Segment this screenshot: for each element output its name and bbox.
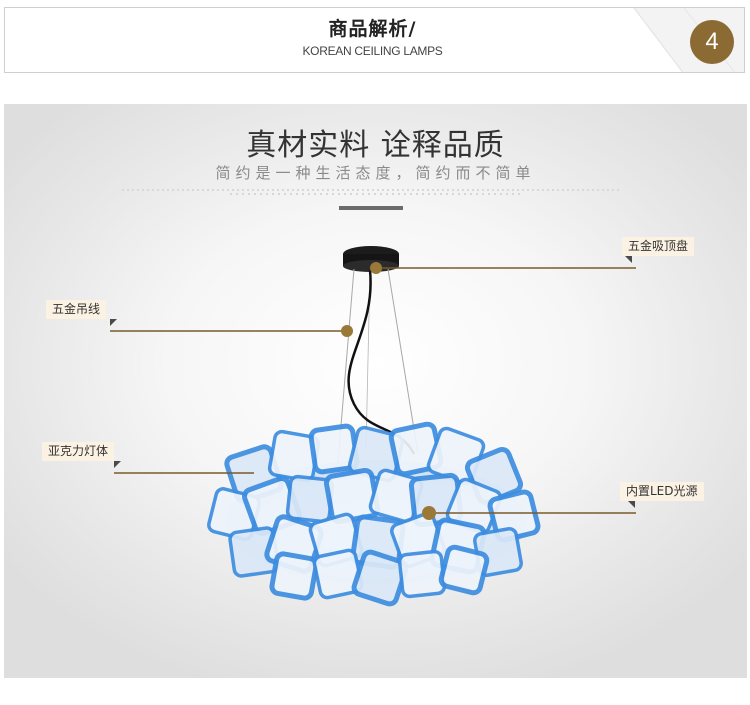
acrylic-petal bbox=[323, 467, 381, 525]
panel-headline: 真材实料 诠释品质 bbox=[246, 128, 505, 163]
product-panel: 真材实料 诠释品质 简约是一种生活态度，简约而不简单 bbox=[4, 104, 747, 678]
acrylic-petal bbox=[487, 489, 541, 543]
callout-light-source: 内置LED光源 bbox=[620, 482, 704, 501]
acrylic-shade-petals bbox=[207, 421, 541, 607]
panel-subline: 简约是一种生活态度，简约而不简单 bbox=[215, 164, 536, 182]
section-number-badge: 4 bbox=[690, 20, 734, 64]
header-subtitle: KOREAN CEILING LAMPS bbox=[302, 44, 443, 58]
acrylic-petal bbox=[269, 551, 319, 601]
accent-divider bbox=[339, 206, 403, 210]
pendant-lamp-image bbox=[110, 246, 636, 607]
callout-wire: 五金吊线 bbox=[46, 300, 107, 319]
callout-shade-tick bbox=[114, 461, 121, 468]
callout-shade: 亚克力灯体 bbox=[42, 442, 115, 461]
callout-canopy: 五金吸顶盘 bbox=[622, 237, 695, 256]
decorative-fine-line-2 bbox=[230, 193, 520, 195]
callout-light-source-tick bbox=[628, 501, 635, 508]
callout-wire-tick bbox=[110, 319, 117, 326]
acrylic-petal bbox=[438, 544, 490, 596]
acrylic-petal bbox=[397, 549, 447, 599]
callout-canopy-tick bbox=[625, 256, 632, 263]
header-title: 商品解析/ bbox=[328, 18, 417, 40]
decorative-fine-line bbox=[122, 189, 622, 191]
